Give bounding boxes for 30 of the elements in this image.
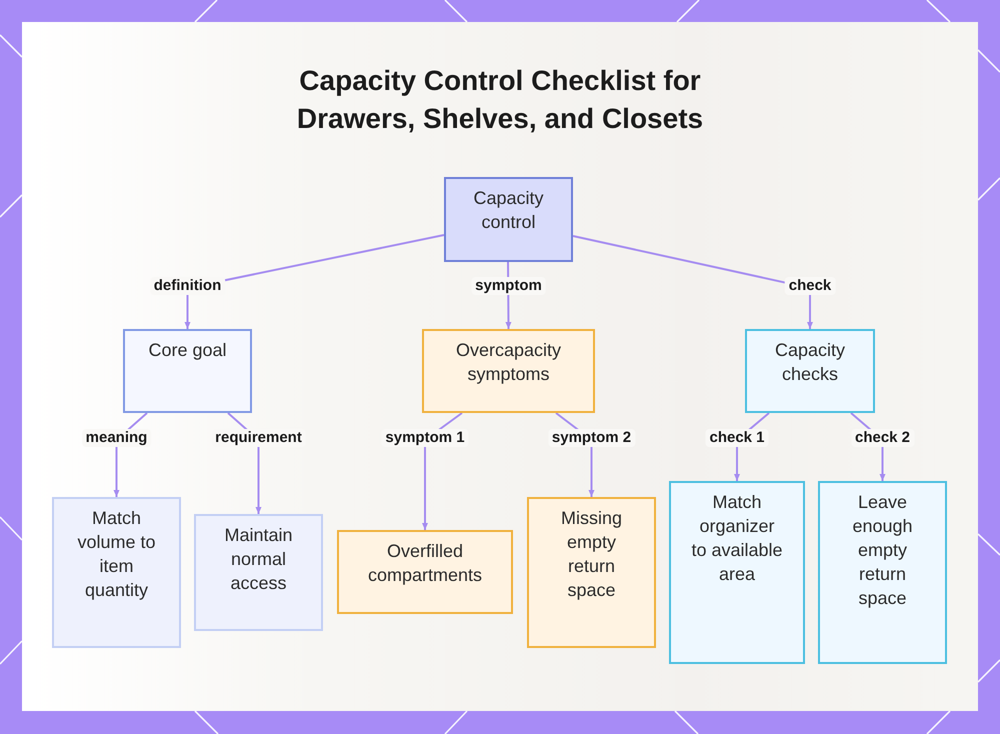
box-text: Core goal — [148, 339, 227, 362]
detail-box — [527, 497, 656, 648]
box-text: Overfilled compartments — [366, 540, 484, 587]
edge-label: definition — [150, 277, 226, 295]
detail-box — [818, 481, 947, 664]
category-box — [422, 329, 595, 413]
edge-label: meaning — [82, 429, 152, 447]
box-text: Capacity checks — [774, 339, 846, 386]
box-text: Leave enough empty return space — [851, 491, 914, 610]
detail-box — [52, 497, 181, 648]
diagram-title: Capacity Control Checklist for Drawers, Shelves, and Closets — [296, 64, 704, 136]
edge-label: symptom 1 — [381, 429, 469, 447]
root-concept-box — [444, 177, 573, 262]
edge-label: symptom — [471, 277, 546, 295]
detail-box — [194, 514, 323, 631]
category-box — [123, 329, 252, 413]
box-text: Maintain normal access — [223, 524, 294, 595]
detail-box — [669, 481, 805, 664]
box-text: Match volume to item quantity — [76, 507, 157, 602]
box-text: Capacity control — [472, 187, 545, 234]
edge-label: check 1 — [705, 429, 769, 447]
edge-label: check — [784, 277, 836, 295]
box-text: Match organizer to available area — [691, 491, 783, 586]
box-text: Overcapacity symptoms — [454, 339, 562, 386]
category-box — [745, 329, 875, 413]
connector-arrow — [572, 235, 813, 329]
box-text: Missing empty return space — [560, 507, 623, 602]
detail-box — [337, 530, 513, 614]
edge-label: symptom 2 — [548, 429, 636, 447]
edge-label: check 2 — [850, 429, 914, 447]
